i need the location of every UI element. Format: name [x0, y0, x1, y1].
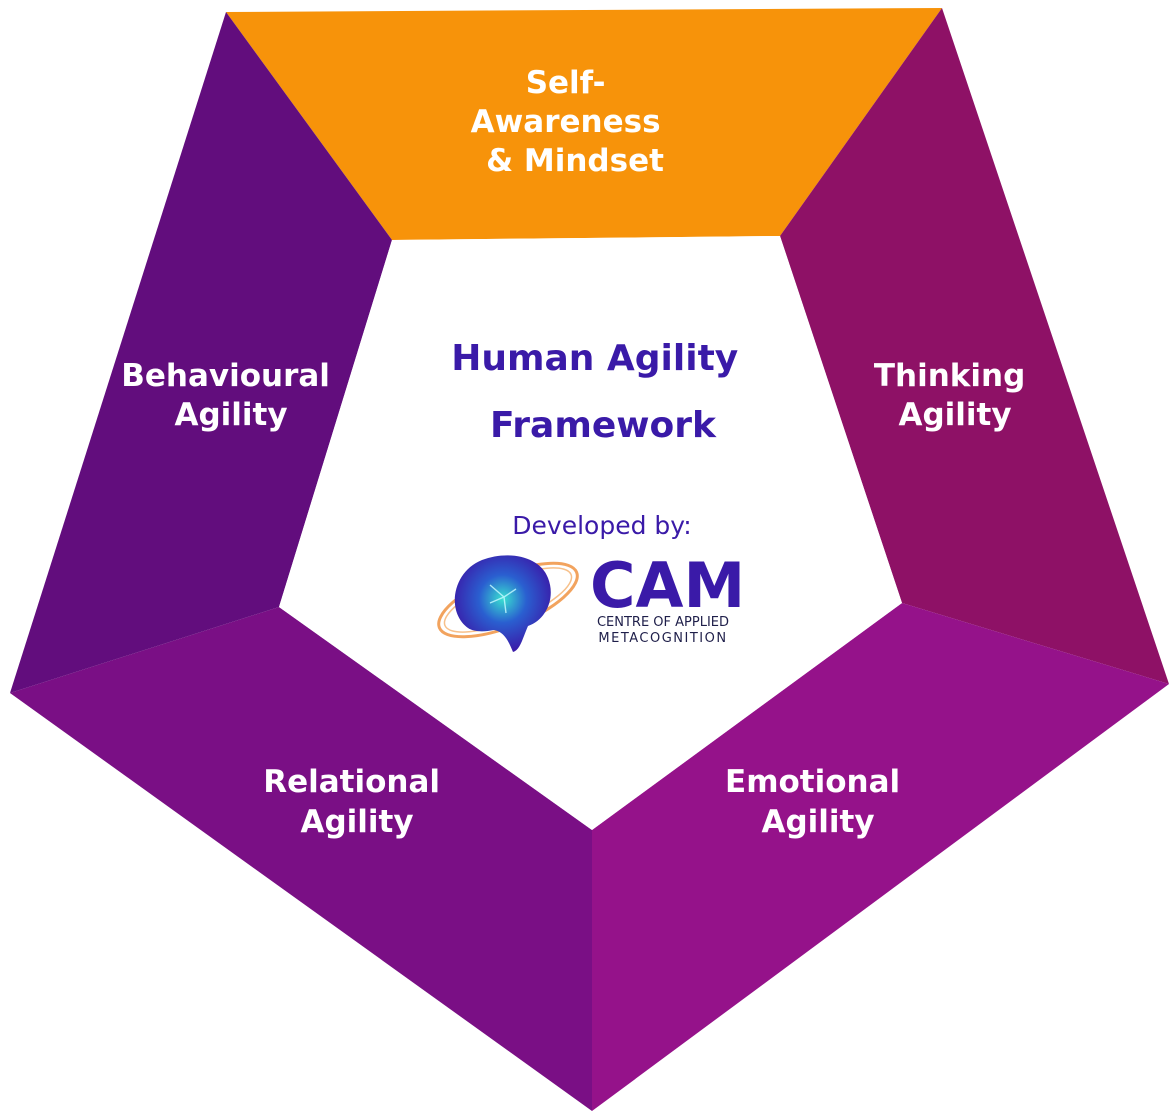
relational-agility-label: Relational Agility	[263, 764, 451, 840]
emotional-agility-label: Emotional Agility	[725, 764, 911, 840]
segment-thinking-agility	[780, 8, 1169, 684]
brain-orbit-icon	[437, 555, 579, 652]
segment-self-awareness	[226, 8, 942, 240]
segment-relational-agility	[10, 607, 592, 1111]
self-awareness-label: Self- Awareness & Mindset	[471, 65, 672, 179]
behavioural-agility-label: Behavioural Agility	[121, 358, 340, 433]
cam-logo: CAM CENTRE OF APPLIED METACOGNITION	[437, 549, 745, 652]
center-pentagon	[279, 236, 902, 830]
cam-logo-name: CAM	[590, 549, 745, 622]
cam-logo-line1: CENTRE OF APPLIED	[597, 615, 729, 630]
segment-behavioural-agility	[10, 12, 392, 693]
developed-by-text: Developed by:	[512, 511, 691, 540]
framework-title: Human Agility Framework	[451, 338, 751, 446]
thinking-agility-label: Thinking Agility	[874, 358, 1036, 433]
segment-emotional-agility	[592, 603, 1169, 1111]
cam-logo-line2: METACOGNITION	[598, 631, 727, 646]
